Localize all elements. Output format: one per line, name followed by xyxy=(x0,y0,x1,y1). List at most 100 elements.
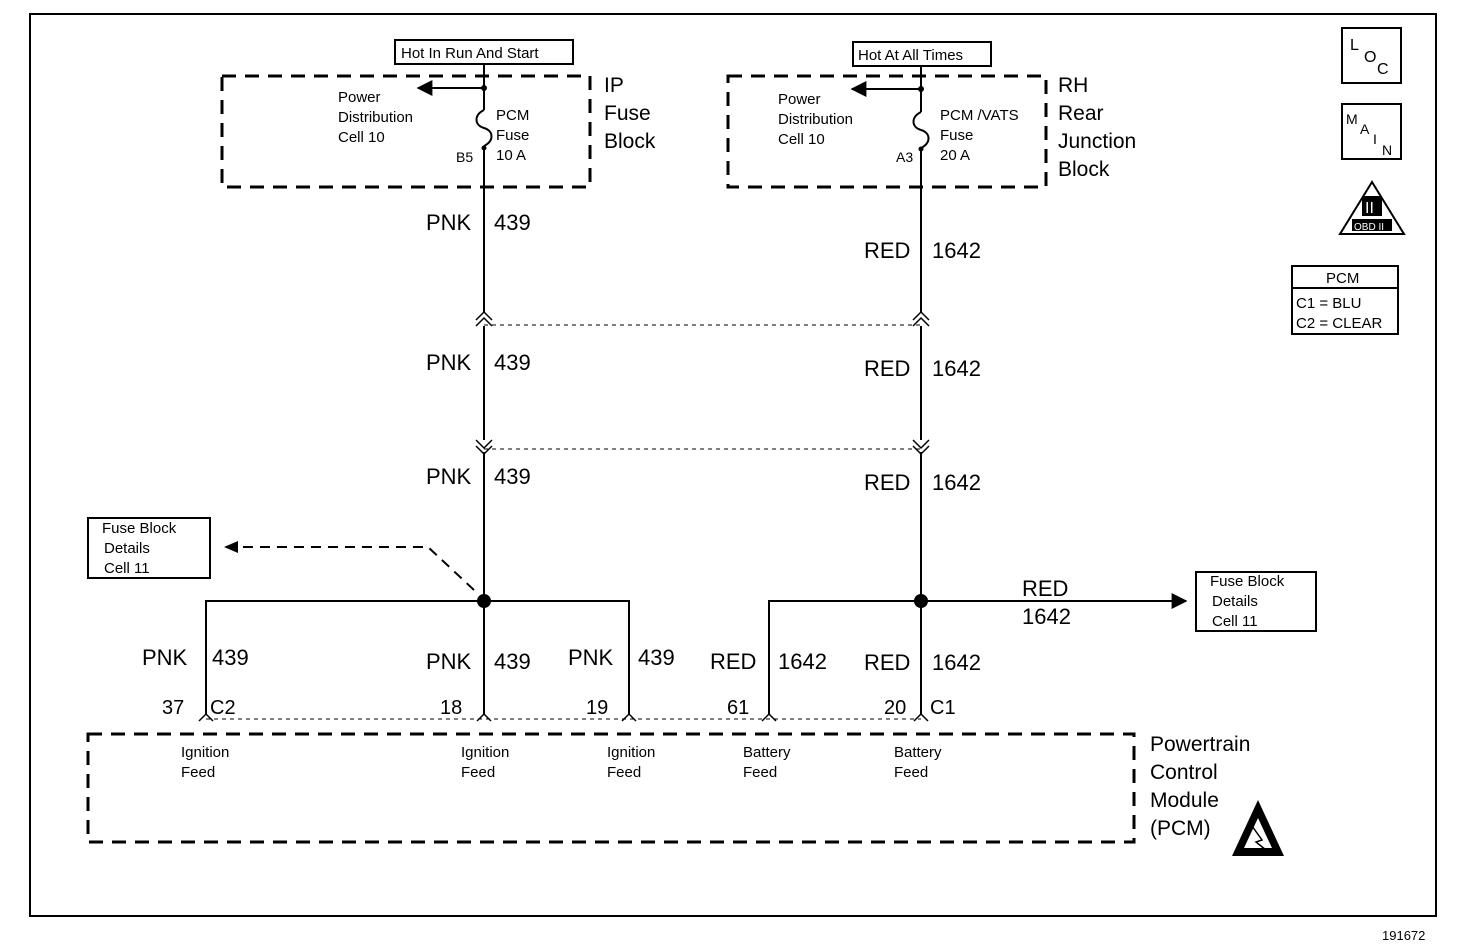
svg-text:Module: Module xyxy=(1150,789,1219,812)
svg-text:RED: RED xyxy=(1022,576,1068,601)
svg-text:A: A xyxy=(1360,121,1370,137)
fuse-block-details-right[interactable]: Fuse Block Details Cell 11 xyxy=(1195,571,1317,632)
svg-text:RED: RED xyxy=(864,470,910,495)
svg-text:Battery: Battery xyxy=(894,744,942,761)
pin-19: 19 xyxy=(586,697,608,719)
svg-text:Control: Control xyxy=(1150,761,1218,784)
svg-text:PNK: PNK xyxy=(568,645,614,670)
svg-text:Ignition: Ignition xyxy=(607,744,655,761)
fuse-icon-2 xyxy=(912,111,930,149)
pcm-module: Powertrain Control Module (PCM) Ignition… xyxy=(86,732,1250,844)
fuse-icon xyxy=(475,109,493,147)
hot-all-times-label: Hot At All Times xyxy=(852,41,992,67)
svg-text:Details: Details xyxy=(1212,593,1258,610)
svg-text:PCM: PCM xyxy=(496,107,529,124)
svg-text:II: II xyxy=(1365,200,1374,217)
svg-text:Ignition: Ignition xyxy=(181,744,229,761)
svg-text:Feed: Feed xyxy=(461,764,495,781)
pnk-label-2: PNK 439 xyxy=(426,350,531,375)
svg-text:Fuse Block: Fuse Block xyxy=(102,520,177,537)
svg-text:439: 439 xyxy=(212,645,249,670)
pnk-label-1: PNK 439 xyxy=(426,210,531,235)
svg-text:PNK: PNK xyxy=(426,464,472,489)
svg-text:PCM: PCM xyxy=(1326,270,1359,287)
pin-terminals xyxy=(198,712,929,722)
svg-text:RED: RED xyxy=(864,238,910,263)
svg-text:C1 = BLU: C1 = BLU xyxy=(1296,295,1361,312)
pnk-label-pin19: PNK 439 xyxy=(568,645,675,670)
main-icon[interactable]: M A I N xyxy=(1341,103,1402,160)
pin-37: 37 xyxy=(162,697,184,719)
svg-text:M: M xyxy=(1346,111,1358,127)
pnk-label-pin18: PNK 439 xyxy=(426,649,531,674)
svg-text:RED: RED xyxy=(864,650,910,675)
svg-text:Junction: Junction xyxy=(1058,130,1136,153)
svg-text:I: I xyxy=(1373,131,1377,147)
svg-text:1642: 1642 xyxy=(778,649,827,674)
wire-red-branch-left xyxy=(768,600,921,715)
hot-run-start-label: Hot In Run And Start xyxy=(394,39,574,65)
svg-text:Details: Details xyxy=(104,540,150,557)
svg-text:439: 439 xyxy=(494,350,531,375)
svg-text:Hot In Run And Start: Hot In Run And Start xyxy=(401,45,539,62)
pin-18: 18 xyxy=(440,697,462,719)
svg-text:Powertrain: Powertrain xyxy=(1150,733,1250,756)
svg-text:C: C xyxy=(1377,61,1389,78)
dashed-ref-arrow xyxy=(224,541,238,553)
svg-text:Distribution: Distribution xyxy=(778,111,853,128)
svg-text:RH: RH xyxy=(1058,74,1088,97)
svg-text:PNK: PNK xyxy=(426,649,472,674)
svg-text:1642: 1642 xyxy=(1022,604,1071,629)
connector-c1: C1 xyxy=(930,697,956,719)
svg-text:10 A: 10 A xyxy=(496,147,526,164)
svg-text:L: L xyxy=(1350,37,1359,54)
svg-text:Power: Power xyxy=(778,91,821,108)
obd-ii-icon[interactable]: II OBD II xyxy=(1338,180,1406,235)
svg-text:(PCM): (PCM) xyxy=(1150,817,1211,840)
svg-text:Ignition: Ignition xyxy=(461,744,509,761)
svg-text:Distribution: Distribution xyxy=(338,109,413,126)
svg-text:1642: 1642 xyxy=(932,238,981,263)
svg-text:RED: RED xyxy=(864,356,910,381)
svg-text:Feed: Feed xyxy=(894,764,928,781)
loc-icon[interactable]: L O C xyxy=(1341,27,1402,84)
svg-text:C2 = CLEAR: C2 = CLEAR xyxy=(1296,315,1382,332)
svg-text:Block: Block xyxy=(1058,158,1110,181)
ip-fuse-block-title-1: IP xyxy=(604,74,624,97)
svg-text:Fuse: Fuse xyxy=(940,127,973,144)
svg-text:20 A: 20 A xyxy=(940,147,970,164)
svg-text:Feed: Feed xyxy=(607,764,641,781)
svg-text:Hot At All Times: Hot At All Times xyxy=(858,47,963,64)
svg-text:Cell 10: Cell 10 xyxy=(338,129,385,146)
ip-fuse-block-title-3: Block xyxy=(604,130,656,153)
ip-fuse-block-title-2: Fuse xyxy=(604,102,651,125)
svg-text:O: O xyxy=(1364,49,1376,66)
svg-text:RED: RED xyxy=(710,649,756,674)
pin-61: 61 xyxy=(727,697,749,719)
svg-text:A3: A3 xyxy=(896,149,913,165)
svg-text:Cell 10: Cell 10 xyxy=(778,131,825,148)
svg-text:B5: B5 xyxy=(456,149,473,165)
svg-text:Cell 11: Cell 11 xyxy=(104,560,150,577)
svg-text:N: N xyxy=(1382,142,1392,158)
red-label-1: RED 1642 xyxy=(864,238,981,263)
pcm-connector-table: PCM C1 = BLU C2 = CLEAR xyxy=(1291,265,1399,335)
svg-text:439: 439 xyxy=(494,649,531,674)
pin-20: 20 xyxy=(884,697,906,719)
svg-text:Cell 11: Cell 11 xyxy=(1212,613,1258,630)
svg-text:Fuse Block: Fuse Block xyxy=(1210,573,1285,590)
svg-text:PNK: PNK xyxy=(426,350,472,375)
svg-text:Fuse: Fuse xyxy=(496,127,529,144)
svg-text:OBD II: OBD II xyxy=(1354,222,1384,233)
red-label-pin20: RED 1642 xyxy=(864,650,981,675)
svg-text:1642: 1642 xyxy=(932,650,981,675)
ip-fuse-block: IP Fuse Block Power Distribution Cell 10… xyxy=(220,64,656,189)
fuse-block-details-left[interactable]: Fuse Block Details Cell 11 xyxy=(87,517,211,579)
outer-border xyxy=(29,13,1437,917)
rh-rear-junction-block: RH Rear Junction Block Power Distributio… xyxy=(726,66,1136,189)
dashed-ref-line xyxy=(228,546,475,591)
svg-text:1642: 1642 xyxy=(932,470,981,495)
diagram-id: 191672 xyxy=(1382,928,1425,943)
svg-text:439: 439 xyxy=(494,210,531,235)
